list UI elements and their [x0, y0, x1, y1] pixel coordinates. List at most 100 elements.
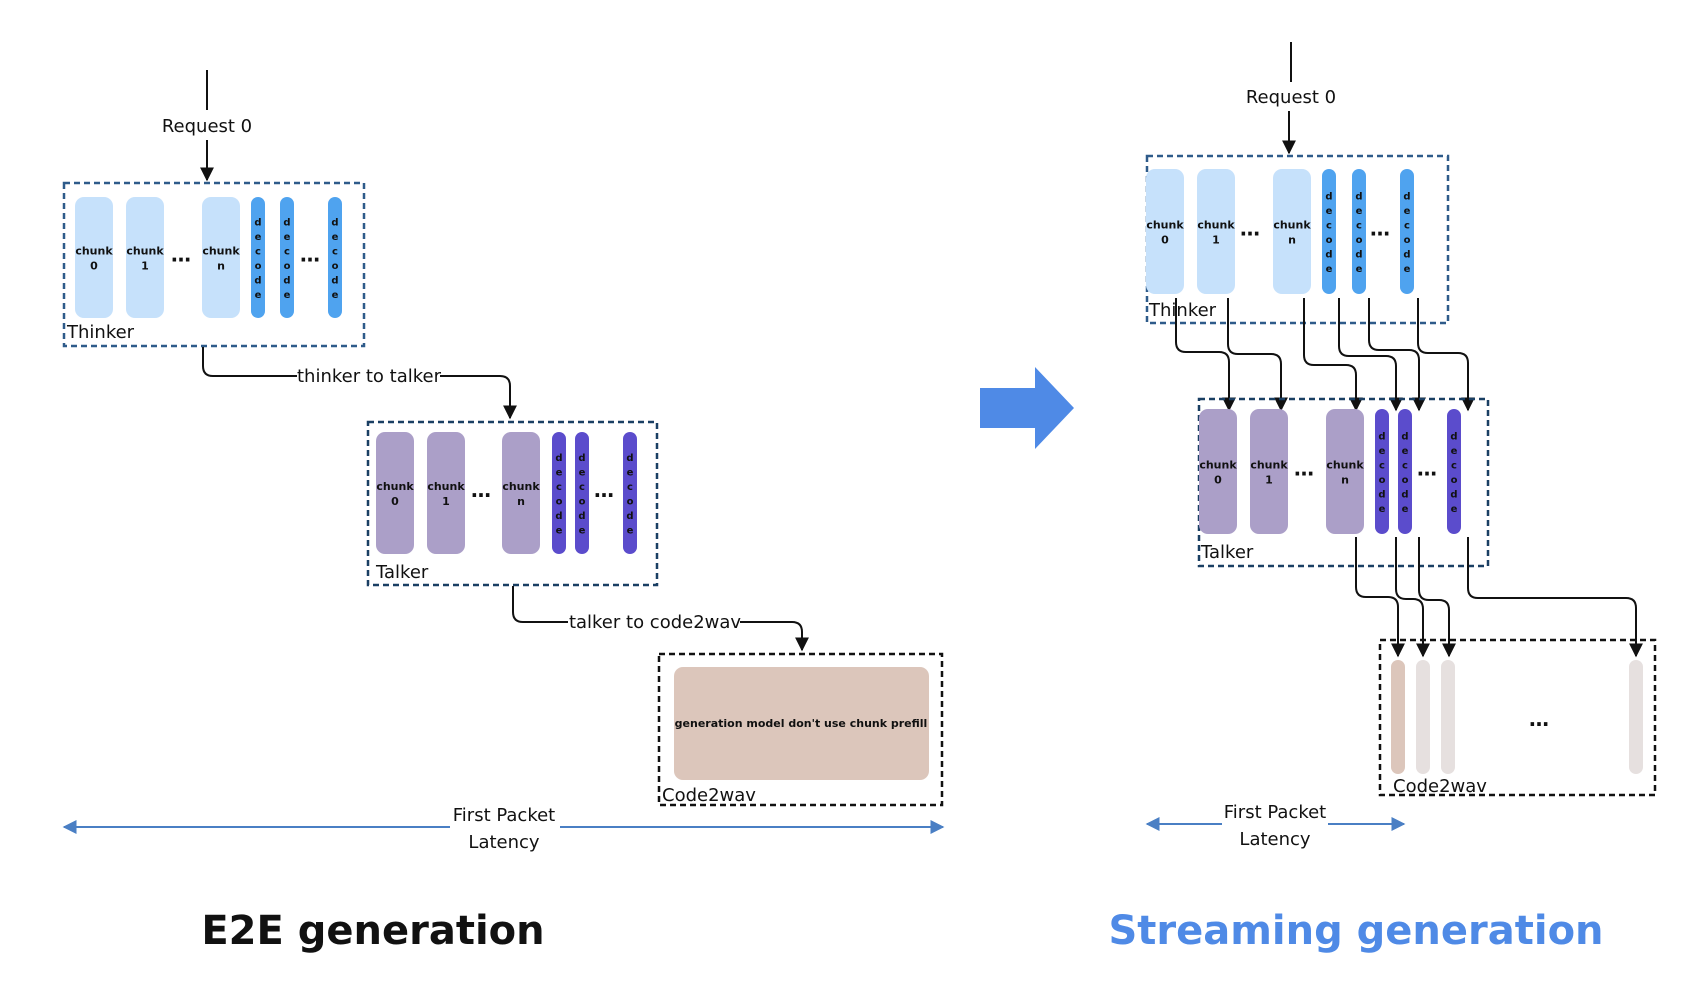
talker-left-decode-2-letter: e [579, 525, 586, 536]
thinker-left-decode-2 [280, 197, 294, 318]
thinker-left-decode-1-letter: e [255, 290, 262, 301]
talker-left-decode-2-letter: d [578, 511, 585, 522]
title-streaming: Streaming generation [1108, 908, 1603, 954]
thinker-right-chunk-1-word: chunk [1197, 219, 1235, 232]
talker-left-decode-3-letter: e [627, 467, 634, 478]
talker-right-chunk-0-index: 0 [1214, 474, 1222, 487]
code2wav-slot-last [1629, 660, 1643, 774]
thinker-right-decode-2-letter: d [1355, 191, 1362, 202]
thinker-left-decode-3 [328, 197, 342, 318]
talker-left-chunk-0 [376, 432, 414, 554]
thinker-left-items: chunk0chunk1chunkndecodedecodedecode…… [75, 197, 342, 318]
thinker-right-chunk-1-index: 1 [1212, 234, 1220, 247]
talker-left-items: chunk0chunk1chunkndecodedecodedecode…… [376, 432, 637, 554]
code2wav-label-right: Code2wav [1393, 776, 1487, 797]
thinker-left-chunk-1 [126, 197, 164, 318]
thinker-left-decode-3-letter: d [331, 275, 338, 286]
thinker-left-decode-3-letter: d [331, 217, 338, 228]
thinker-left-decode-1-letter: c [255, 246, 261, 257]
thinker-right-decode-2-letter: e [1356, 206, 1363, 217]
thinker-left-decode-1-letter: d [254, 275, 261, 286]
thinker-left-decode-1 [251, 197, 265, 318]
thinker-to-talker-label: thinker to talker [297, 366, 442, 387]
talker-right-decode-1-letter: e [1379, 504, 1386, 515]
talker-right-dots-2: … [1417, 457, 1437, 481]
code2wav-slot-2 [1416, 660, 1430, 774]
talker-left-decode-3-letter: d [626, 511, 633, 522]
thinker-right-decode-1-letter: o [1326, 235, 1333, 246]
thinker-right-chunk-n [1273, 169, 1311, 294]
thinker-left-decode-2-letter: e [284, 232, 291, 243]
e2e-panel: Request 0 Thinker chunk0chunk1chunkndeco… [62, 70, 945, 954]
streaming-panel: Request 0 Thinker chunk0chunk1chunkndeco… [1108, 42, 1657, 954]
talker-right-decode-2-letter: e [1402, 446, 1409, 457]
thinker-left-decode-2-letter: e [284, 290, 291, 301]
thinker-right-decode-2-letter: d [1355, 249, 1362, 260]
talker-right-chunk-1-index: 1 [1265, 474, 1273, 487]
code2wav-slot-1 [1391, 660, 1405, 774]
thinker-left-chunk-n [202, 197, 240, 318]
thinker-right-decode-2 [1352, 169, 1366, 294]
talker-left-decode-1-letter: c [556, 482, 562, 493]
talker-left-decode-1-letter: d [555, 453, 562, 464]
thinker-left-chunk-0-word: chunk [75, 245, 113, 258]
code2wav-box-right [1378, 638, 1657, 797]
code2wav-slot-3 [1441, 660, 1455, 774]
thinker-right-dots-1: … [1240, 217, 1260, 241]
thinker-right-decode-3-letter: c [1404, 220, 1410, 231]
thinker-right-chunk-n-index: n [1288, 234, 1296, 247]
talker-left-chunk-1-index: 1 [442, 495, 450, 508]
talker-right-items: chunk0chunk1chunkndecodedecodedecode…… [1199, 409, 1461, 534]
talker-left-decode-2-letter: o [579, 496, 586, 507]
thinker-left-decode-3-letter: o [332, 261, 339, 272]
thinker-left-decode-2-letter: c [284, 246, 290, 257]
code2wav-note: generation model don't use chunk prefill [675, 717, 928, 730]
thinker-left-chunk-0-index: 0 [90, 260, 98, 273]
stream-wire-decode3 [1417, 298, 1475, 412]
talker-left-decode-2-letter: e [579, 467, 586, 478]
thinker-right-decode-1-letter: e [1326, 206, 1333, 217]
talker-left-decode-1 [552, 432, 566, 554]
code2wav-fill-left [674, 667, 929, 780]
stream-wire-c2w-4 [1467, 537, 1643, 658]
thinker-left-chunk-n-word: chunk [202, 245, 240, 258]
code2wav-box-left [657, 652, 944, 807]
thinker-left-decode-1-letter: e [255, 232, 262, 243]
thinker-right-decode-1-letter: d [1325, 191, 1332, 202]
thinker-left-decode-1-letter: o [255, 261, 262, 272]
thinker-right-decode-3 [1400, 169, 1414, 294]
thinker-right-decode-2-letter: e [1356, 264, 1363, 275]
talker-right-chunk-n-index: n [1341, 474, 1349, 487]
thinker-label-left: Thinker [66, 322, 135, 343]
talker-left-chunk-1 [427, 432, 465, 554]
talker-right-chunk-n [1326, 409, 1364, 534]
thinker-left-decode-2-letter: d [283, 275, 290, 286]
talker-right-chunk-1 [1250, 409, 1288, 534]
talker-left-decode-1-letter: e [556, 525, 563, 536]
thinker-left-decode-3-letter: c [332, 246, 338, 257]
talker-left-chunk-0-index: 0 [391, 495, 399, 508]
thinker-right-chunk-1 [1197, 169, 1235, 294]
thinker-left-chunk-n-index: n [217, 260, 225, 273]
talker-right-decode-2 [1398, 409, 1412, 534]
talker-left-decode-1-letter: o [556, 496, 563, 507]
talker-to-code2wav-wire-a [512, 586, 568, 623]
thinker-right-chunk-0-index: 0 [1161, 234, 1169, 247]
stream-wire-chunk0 [1175, 298, 1236, 412]
talker-left-chunk-n-index: n [517, 495, 525, 508]
talker-left-decode-3 [623, 432, 637, 554]
thinker-left-chunk-1-index: 1 [141, 260, 149, 273]
request-label-left: Request 0 [162, 116, 252, 137]
talker-right-decode-3-letter: o [1451, 475, 1458, 486]
talker-box-right [1197, 397, 1490, 568]
latency-label-right-line1: First Packet [1224, 802, 1327, 823]
thinker-left-dots-2: … [300, 243, 320, 267]
stream-wire-chunkn [1303, 298, 1363, 412]
talker-right-decode-1 [1375, 409, 1389, 534]
request-label-right: Request 0 [1246, 87, 1336, 108]
talker-right-chunk-1-word: chunk [1250, 459, 1288, 472]
thinker-left-decode-1-letter: d [254, 217, 261, 228]
stream-wire-chunk1 [1227, 298, 1288, 412]
talker-right-decode-3-letter: d [1450, 489, 1457, 500]
